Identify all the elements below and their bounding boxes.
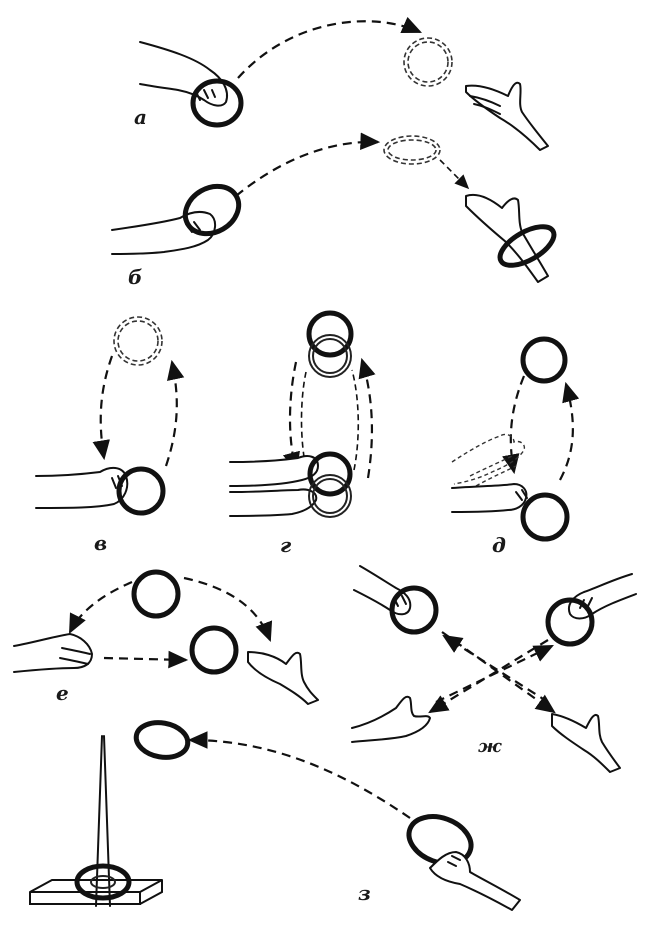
panel-d: д	[452, 339, 573, 557]
ring-on-pin-icon	[77, 866, 129, 898]
ring-in-flight-icon	[133, 719, 190, 762]
hand-left-icon	[14, 634, 92, 672]
panel-zh: ж	[352, 566, 636, 772]
ring-icon	[523, 339, 565, 381]
hand-catching-icon	[466, 195, 548, 282]
toss-trajectory	[362, 360, 372, 478]
ring-icon	[192, 628, 236, 672]
ring-icon	[134, 572, 178, 616]
catch-trajectory	[290, 362, 296, 470]
catch-trajectory	[101, 356, 112, 458]
toss-trajectory	[166, 362, 177, 466]
hand-throwing-icon	[36, 468, 127, 508]
panel-v: в	[36, 317, 177, 555]
panel-b: б	[112, 136, 560, 289]
hand-throwing-icon	[452, 484, 526, 512]
toss-trajectory	[560, 384, 573, 480]
hand-throwing-icon	[430, 852, 520, 910]
label-v: в	[94, 531, 107, 555]
hand-catching-icon	[352, 697, 430, 742]
label-d: д	[492, 533, 506, 557]
hand-right-icon	[248, 652, 318, 704]
ring-in-flight-icon	[404, 38, 452, 86]
panel-a: а	[134, 21, 548, 150]
hand-throwing-icon	[569, 574, 636, 619]
pass-trajectory	[104, 658, 186, 660]
label-b: б	[128, 265, 142, 289]
label-g: г	[280, 533, 292, 557]
label-zh: ж	[478, 736, 502, 757]
toss-trajectory	[70, 582, 132, 632]
ring-icon	[523, 495, 567, 539]
label-e: е	[56, 681, 69, 705]
panel-z: з	[30, 719, 520, 910]
ring-in-flight-icon	[114, 317, 162, 365]
label-a: а	[134, 105, 147, 129]
hand-catching-icon	[466, 83, 548, 150]
panel-e: е	[14, 572, 318, 705]
label-z: з	[358, 881, 371, 905]
hand-motion-ghost	[452, 434, 524, 484]
throw-trajectory	[238, 21, 420, 78]
throw-trajectory	[190, 740, 410, 818]
cross-trajectory-2	[430, 640, 548, 712]
panel-g: г	[230, 313, 372, 557]
hand-throwing-icon	[230, 489, 316, 516]
hand-catching-icon	[552, 714, 620, 772]
hand-throwing-icon	[230, 456, 318, 486]
throw-trajectory	[236, 142, 378, 196]
